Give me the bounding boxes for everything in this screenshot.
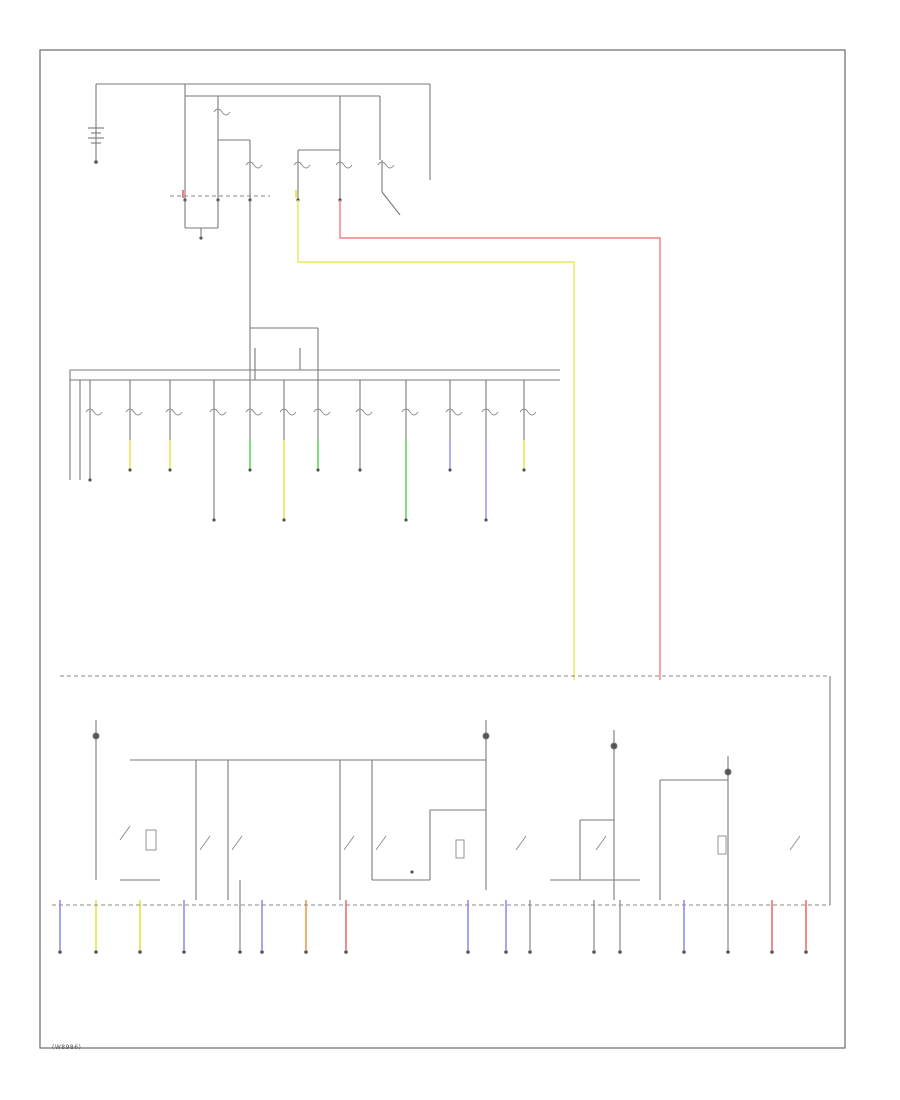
bottom-drop-pin [138, 950, 142, 954]
bottom-drop-pin [344, 950, 348, 954]
mid-branch-pin [128, 468, 132, 472]
mid-branch-fuse [85, 408, 103, 416]
bottom-drop-pin [682, 950, 686, 954]
mid-branch-fuse [313, 408, 331, 416]
bottom-drop-pin [504, 950, 508, 954]
bottom-connector-drops [58, 900, 808, 954]
ignition-trunk [249, 200, 319, 380]
diagram-code: (W8986) [52, 1044, 82, 1051]
bottom-drop-pin [618, 950, 622, 954]
mid-branch-fuse [401, 408, 419, 416]
bottom-drop-pin [592, 950, 596, 954]
mid-branch-fuse [481, 408, 499, 416]
bottom-drop-pin [58, 950, 62, 954]
bottom-drop-pin [466, 950, 470, 954]
mid-branch-pin [88, 478, 92, 482]
bottom-drop-pin [238, 950, 242, 954]
feeder-wires [182, 190, 661, 680]
mid-branch-fuse [279, 408, 297, 416]
fuse-block-row [69, 369, 560, 480]
bottom-bus [119, 759, 801, 900]
mid-branch-pin [522, 468, 526, 472]
mid-branch-fuse [355, 408, 373, 416]
mid-branch-pin [316, 468, 320, 472]
diagram-frame [39, 49, 846, 1049]
mid-branch-fuse [209, 408, 227, 416]
mid-branch-pin [282, 518, 286, 522]
bottom-drop-pin [770, 950, 774, 954]
relay-sensors [92, 720, 732, 900]
feeder-red [339, 200, 661, 680]
mid-branch-fuse [445, 408, 463, 416]
mid-branch-pin [212, 518, 216, 522]
feeder-yellow [297, 200, 575, 680]
mid-branch-pin [168, 468, 172, 472]
mid-branch-pin [248, 468, 252, 472]
mid-branch-fuse [245, 408, 263, 416]
mid-branch-pin [448, 468, 452, 472]
mid-branch-fuse [125, 408, 143, 416]
bottom-drop-pin [726, 950, 730, 954]
mid-branch-fuse [165, 408, 183, 416]
mid-fuse-branches [85, 380, 537, 522]
mid-branch-pin [404, 518, 408, 522]
mid-branch-fuse [519, 408, 537, 416]
bottom-drop-pin [528, 950, 532, 954]
battery-and-main-fuses [88, 83, 431, 240]
bottom-drop-pin [304, 950, 308, 954]
bottom-drop-pin [260, 950, 264, 954]
bottom-drop-pin [182, 950, 186, 954]
mid-branch-pin [358, 468, 362, 472]
bottom-drop-pin [94, 950, 98, 954]
mid-branch-pin [484, 518, 488, 522]
bottom-drop-pin [804, 950, 808, 954]
